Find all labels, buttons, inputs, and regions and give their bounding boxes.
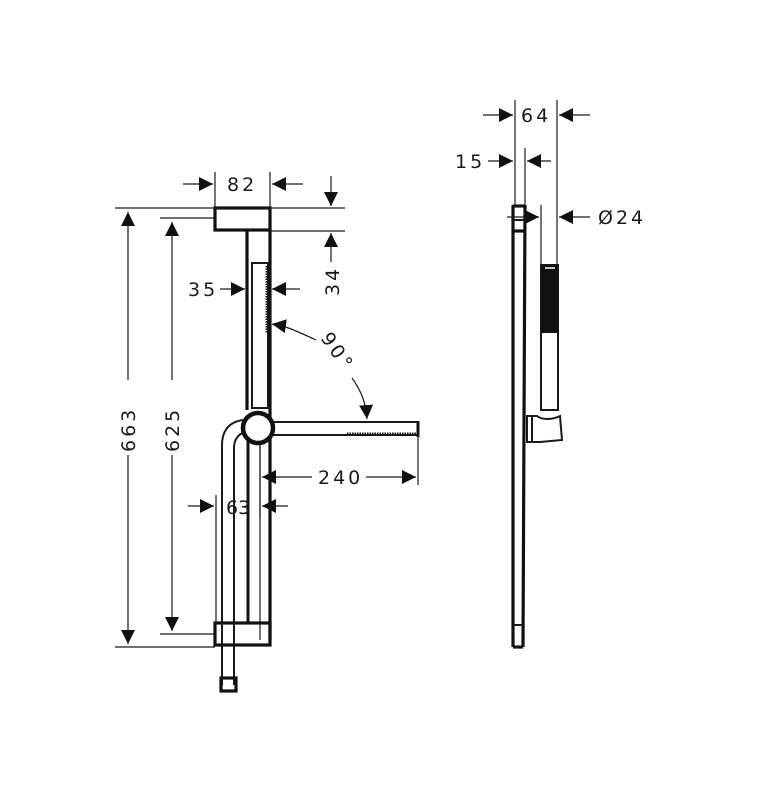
side-rail-front xyxy=(521,204,527,648)
shower-hose-outer xyxy=(221,419,244,685)
dim-top-width: 82 xyxy=(227,174,257,196)
dim-overall-depth: 64 xyxy=(521,105,551,127)
dim-rotation-angle: 90° xyxy=(316,328,359,376)
shower-hose-inner xyxy=(233,431,246,685)
dim-rail-height: 625 xyxy=(162,407,184,452)
dim-arm-length: 240 xyxy=(318,467,363,489)
hose-connector xyxy=(219,676,238,693)
side-holder xyxy=(526,414,564,443)
front-view: 663 625 82 34 35 90° 240 xyxy=(115,172,420,693)
bottom-wall-bracket xyxy=(213,621,272,647)
dim-hose-offset: 63 xyxy=(226,497,250,519)
dim-rail-depth: 15 xyxy=(455,151,485,173)
side-view: 64 15 Ø24 xyxy=(455,100,646,649)
dim-handshower-diameter: Ø24 xyxy=(598,207,646,229)
slider-holder xyxy=(240,410,276,446)
dim-top-depth: 34 xyxy=(322,266,344,296)
handshower-vertical xyxy=(251,262,269,409)
dim-handshower-width: 35 xyxy=(188,279,218,301)
top-wall-bracket xyxy=(213,206,272,232)
side-handshower-grip xyxy=(541,265,558,333)
dim-overall-height: 663 xyxy=(118,407,140,452)
